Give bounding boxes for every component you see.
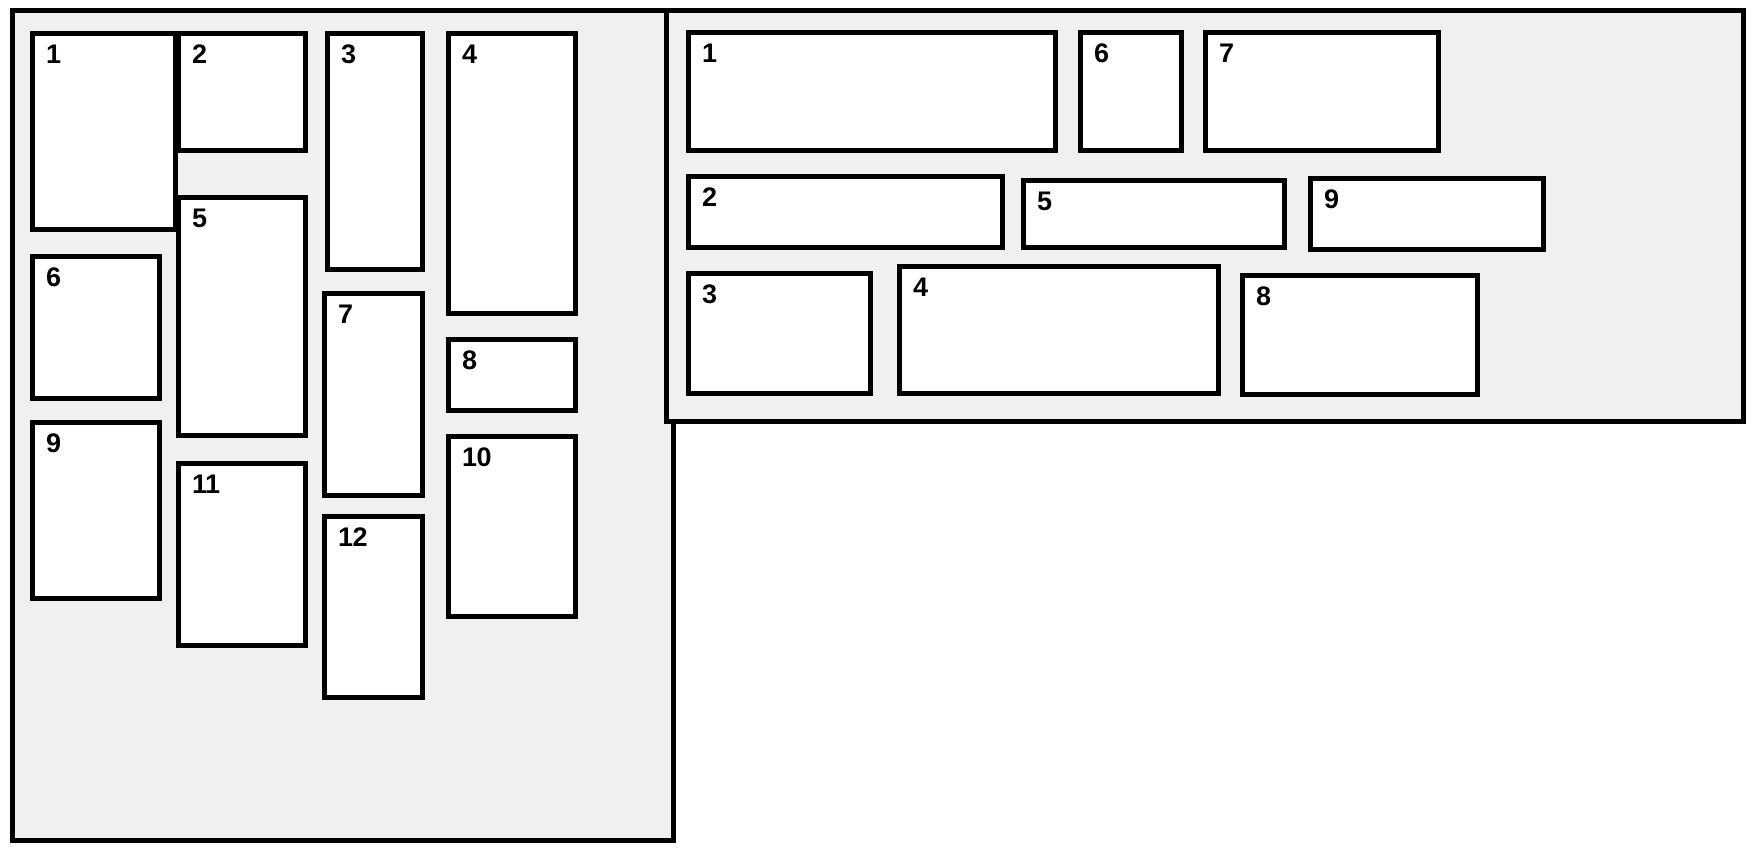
- box-2[interactable]: 2: [176, 31, 308, 153]
- box-label: 5: [1037, 186, 1052, 216]
- box-label: 7: [1219, 38, 1234, 68]
- box-label: 6: [46, 262, 61, 292]
- box-label: 9: [1324, 184, 1339, 214]
- box-9[interactable]: 9: [30, 420, 162, 601]
- box-label: 10: [462, 442, 492, 472]
- box-label: 8: [462, 345, 477, 375]
- box-6[interactable]: 6: [1078, 30, 1184, 153]
- box-label: 7: [338, 299, 353, 329]
- box-label: 6: [1094, 38, 1109, 68]
- box-10[interactable]: 10: [446, 434, 578, 619]
- box-label: 4: [462, 39, 477, 69]
- box-5[interactable]: 5: [1021, 178, 1287, 250]
- box-7[interactable]: 7: [322, 291, 425, 498]
- box-9[interactable]: 9: [1308, 176, 1546, 252]
- box-3[interactable]: 3: [686, 271, 873, 396]
- box-label: 1: [46, 39, 61, 69]
- box-8[interactable]: 8: [1240, 273, 1480, 397]
- box-5[interactable]: 5: [176, 195, 308, 438]
- box-8[interactable]: 8: [446, 337, 578, 413]
- box-label: 11: [192, 469, 220, 499]
- box-label: 3: [702, 279, 717, 309]
- box-11[interactable]: 11: [176, 461, 308, 648]
- box-label: 9: [46, 428, 61, 458]
- box-1[interactable]: 1: [30, 31, 178, 232]
- box-4[interactable]: 4: [446, 31, 578, 316]
- box-1[interactable]: 1: [686, 30, 1058, 153]
- box-label: 12: [338, 522, 368, 552]
- box-label: 3: [341, 39, 356, 69]
- box-4[interactable]: 4: [897, 264, 1221, 396]
- box-3[interactable]: 3: [325, 31, 425, 272]
- box-6[interactable]: 6: [30, 254, 162, 401]
- box-label: 1: [702, 38, 717, 68]
- box-label: 2: [702, 182, 717, 212]
- box-label: 5: [192, 203, 207, 233]
- box-7[interactable]: 7: [1203, 30, 1441, 153]
- box-label: 8: [1256, 281, 1271, 311]
- box-label: 2: [192, 39, 207, 69]
- box-2[interactable]: 2: [686, 174, 1005, 250]
- box-12[interactable]: 12: [322, 514, 425, 700]
- box-label: 4: [913, 272, 928, 302]
